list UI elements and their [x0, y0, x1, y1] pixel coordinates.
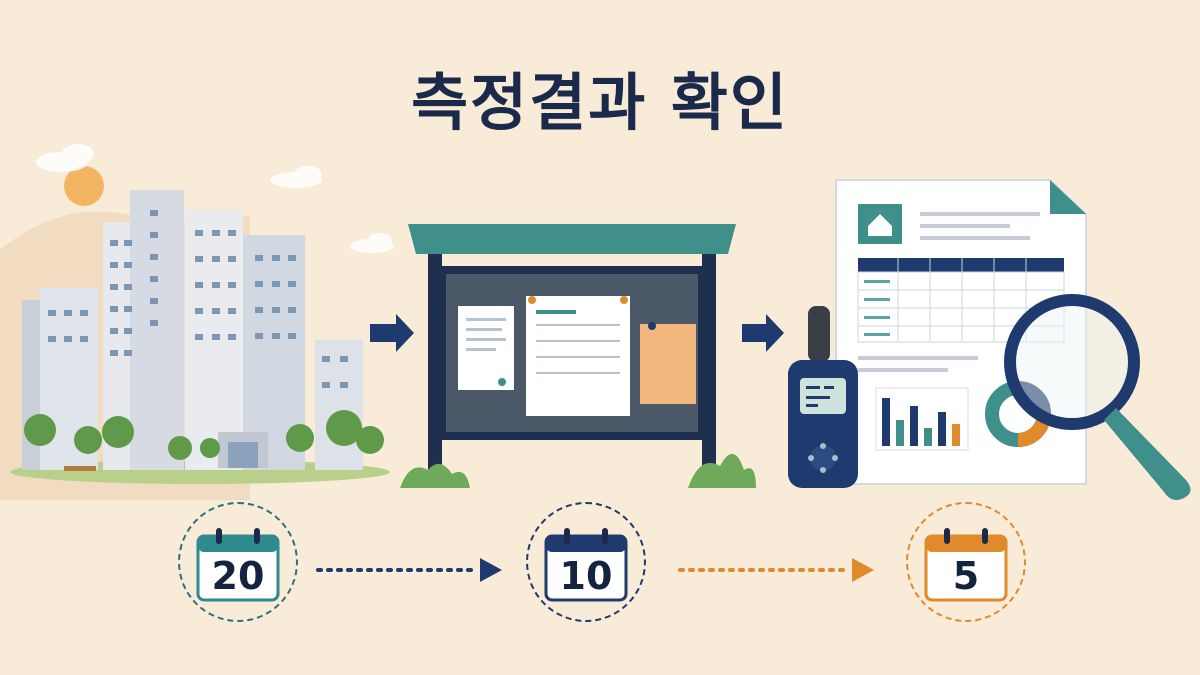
measuring-meter-icon — [788, 306, 858, 488]
calendar-number: 5 — [952, 554, 980, 598]
cloud-icon — [36, 144, 394, 253]
home-icon — [868, 214, 892, 236]
timeline-step-1: 20 — [178, 502, 298, 622]
calendar-icon: 10 — [544, 526, 628, 602]
calendar-icon: 5 — [924, 526, 1008, 602]
bar-chart-icon — [875, 387, 969, 451]
calendar-number: 10 — [559, 554, 613, 598]
arrow-right-icon — [370, 314, 784, 352]
timeline-connector — [316, 558, 874, 582]
calendar-icon: 20 — [196, 526, 280, 602]
calendar-number: 20 — [211, 554, 265, 598]
timeline-step-2: 10 — [526, 502, 646, 622]
apartment-buildings-icon — [10, 190, 390, 484]
bulletin-board-icon — [400, 224, 756, 488]
magnifier-icon — [1004, 294, 1191, 500]
page-title: 측정결과 확인 — [411, 66, 789, 139]
report-document-icon — [835, 179, 1087, 485]
timeline-step-3: 5 — [906, 502, 1026, 622]
sun-icon — [64, 166, 104, 206]
